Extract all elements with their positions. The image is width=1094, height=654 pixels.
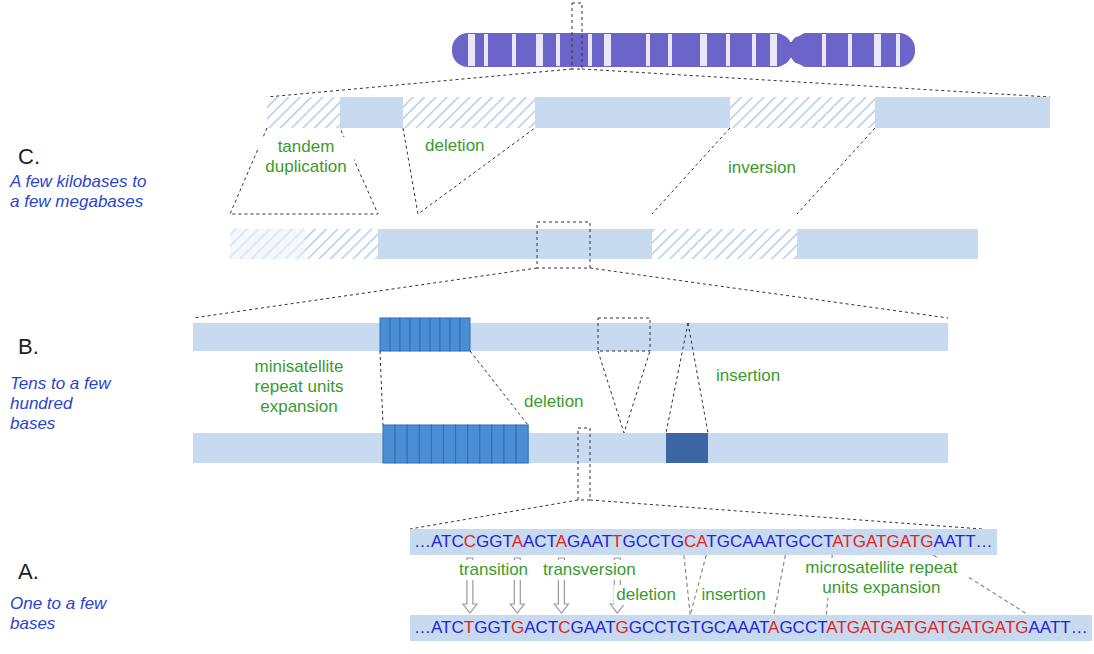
scale-label: A few kilobases to a few megabases bbox=[10, 172, 150, 212]
sequence-band: …ATCTGGTGACTCGAATGGCCTGTGCAAATAGCCTATGAT… bbox=[410, 615, 1092, 641]
level-letter: C. bbox=[18, 145, 40, 169]
mutation-label: minisatellite repeat units expansion bbox=[236, 357, 362, 417]
dna-sequence: …ATCTGGTGACTCGAATGGCCTGTGCAAATAGCCTATGAT… bbox=[414, 617, 1088, 639]
minisatellite-units bbox=[380, 318, 528, 463]
level-letter: B. bbox=[18, 335, 39, 359]
mutation-label: transition bbox=[457, 560, 530, 580]
mutation-label: deletion bbox=[614, 585, 678, 605]
mutation-label: insertion bbox=[714, 366, 782, 386]
scale-label: One to a few bases bbox=[10, 594, 132, 634]
scale-label: Tens to a few hundred bases bbox=[10, 374, 122, 434]
mutation-label: tandem duplication bbox=[258, 137, 354, 177]
mutation-label: microsatellite repeat units expansion bbox=[793, 558, 969, 598]
sequence-markers bbox=[684, 555, 1029, 615]
level-letter: A. bbox=[18, 560, 39, 584]
sequence-band: …ATCCGGTAACTAGAATTGCCTGCATGCAAATGCCTATGA… bbox=[410, 529, 997, 555]
mutation-label: inversion bbox=[726, 158, 798, 178]
mutation-label: deletion bbox=[423, 136, 487, 156]
dna-sequence: …ATCCGGTAACTAGAATTGCCTGCATGCAAATGCCTATGA… bbox=[414, 531, 993, 553]
mutation-label: transversion bbox=[541, 560, 638, 580]
chromosome bbox=[452, 33, 915, 67]
mutation-label: deletion bbox=[522, 392, 586, 412]
mutation-label: insertion bbox=[699, 585, 767, 605]
